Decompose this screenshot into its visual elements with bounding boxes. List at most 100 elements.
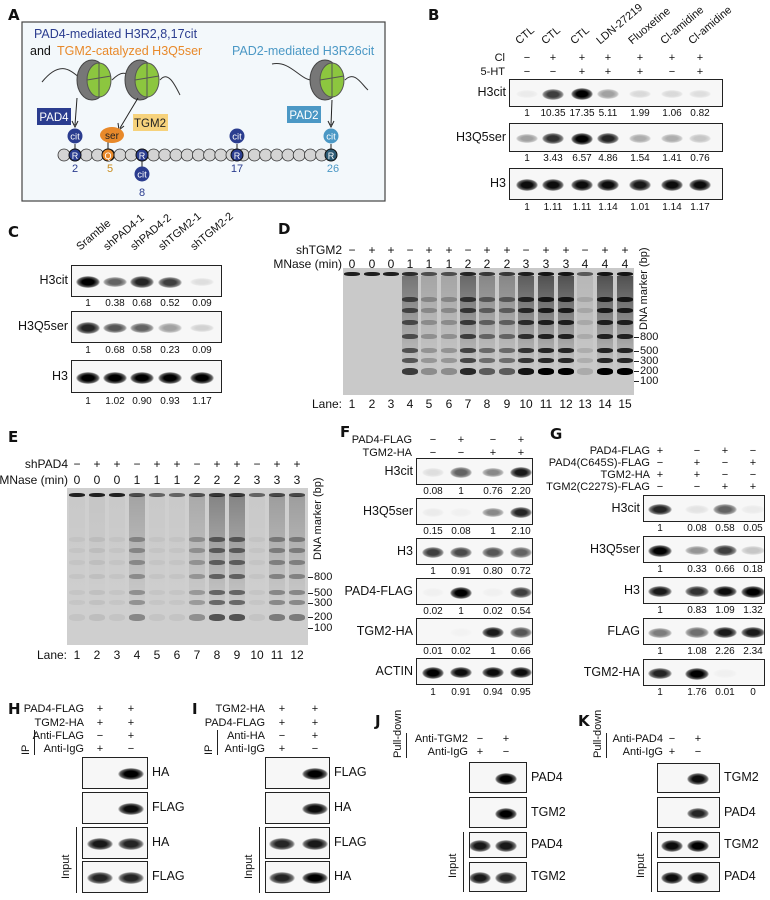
condition-value: + <box>173 457 181 471</box>
blot-label: H3cit <box>611 500 640 515</box>
condition-value: + <box>113 457 121 471</box>
nucleosome-ladder-band <box>402 334 418 339</box>
gel-well-band <box>421 272 437 276</box>
blot-label: H3 <box>624 582 640 597</box>
blot-band <box>741 585 764 598</box>
nucleosome-ladder-band <box>189 590 205 595</box>
blot-h3cit <box>643 495 765 522</box>
gel-well-band <box>344 272 360 276</box>
nucleosome-ladder-band <box>209 600 225 605</box>
lane-axis-label: Lane: <box>311 397 342 411</box>
quantification-value: 1 <box>85 396 91 407</box>
nucleosome-ladder-band <box>129 614 145 621</box>
blot-band <box>76 371 100 384</box>
condition-label: TGM2-HA <box>600 469 651 481</box>
nucleosome-ladder-band <box>538 320 554 325</box>
nucleosome-ladder-band <box>577 358 593 363</box>
blot-h3 <box>643 577 765 604</box>
blot-h3 <box>509 168 723 200</box>
blot-label: FLAG <box>607 623 640 638</box>
nucleosome-ladder-band <box>269 574 285 579</box>
blot-label: TGM2-HA <box>356 623 413 638</box>
blot-h3q5ser <box>71 311 222 343</box>
blot-tgm2 <box>469 862 527 892</box>
citrulline-marker <box>134 166 150 182</box>
gel-well-band <box>441 272 457 276</box>
quantification-value: 1.09 <box>715 605 735 616</box>
condition-value: 2 <box>464 257 472 271</box>
nucleosome-ladder-band <box>209 548 225 553</box>
blot-band <box>302 803 328 815</box>
nucleosome-ladder-band <box>209 560 225 565</box>
quantification-value: 1 <box>657 687 663 698</box>
nucleosome-ladder-band <box>402 320 418 325</box>
nucleosome-ladder-band <box>69 590 85 595</box>
marker-size: 100 <box>640 375 659 387</box>
blot-label: H3 <box>52 368 68 383</box>
quantification-value: 0.01 <box>423 646 443 657</box>
residue-bead <box>270 148 284 162</box>
condition-value: + <box>721 481 729 493</box>
blot-band <box>689 89 711 99</box>
quantification-value: 0.68 <box>132 298 152 309</box>
blot-label: TGM2 <box>531 869 566 883</box>
blot-band <box>130 276 154 288</box>
nucleosome-ladder-band <box>169 600 185 605</box>
citrulline-label: cit <box>232 132 242 143</box>
nucleosome-ladder-band <box>149 537 165 542</box>
blot-band <box>648 627 672 638</box>
nucleosome-ladder-band <box>169 614 185 621</box>
nucleosome-ladder-band <box>499 348 515 353</box>
condition-value: + <box>656 469 664 481</box>
condition-value: + <box>311 717 319 729</box>
blot-ha <box>82 757 148 789</box>
nucleosome-ladder-band <box>518 308 534 313</box>
nucleosome-ladder-band <box>289 590 305 595</box>
blot-label: PAD4 <box>531 837 563 851</box>
nucleosome-ladder-band <box>249 548 265 553</box>
condition-label: Anti-IgG <box>224 743 265 755</box>
panel-label-h: H <box>8 700 21 718</box>
nucleosome-ladder-band <box>129 600 145 605</box>
residue-bead <box>57 148 71 162</box>
nucleosome-ladder-band <box>169 590 185 595</box>
condition-value: + <box>636 52 644 64</box>
blot-label: TGM2 <box>724 837 759 851</box>
nucleosome-ladder-band <box>149 574 165 579</box>
blot-band <box>495 807 517 820</box>
quantification-value: 0.05 <box>743 523 763 534</box>
condition-value: − <box>73 457 81 471</box>
condition-label: MNase (min) <box>0 473 68 487</box>
blot-label: HA <box>152 765 170 779</box>
nucleosome-ladder-band <box>479 348 495 353</box>
condition-value: + <box>489 447 497 459</box>
gel-smear <box>289 496 305 614</box>
gel-smear <box>269 496 285 614</box>
nucleosome-ladder-band <box>421 348 437 353</box>
condition-value: − <box>429 434 437 446</box>
blot-label: H3Q5ser <box>362 503 413 518</box>
gel-well-band <box>249 493 265 497</box>
blot-label: PAD4 <box>724 804 756 819</box>
condition-value: + <box>278 717 286 729</box>
residue-r17-letter: R <box>234 151 241 161</box>
blot-band <box>510 587 532 598</box>
blot-flag <box>643 618 765 645</box>
quantification-value: 0 <box>750 687 756 698</box>
nucleosome-ladder-band <box>499 308 515 313</box>
blot-band <box>685 505 709 514</box>
blot-band <box>482 547 504 558</box>
residue-r8-letter: R <box>139 151 146 161</box>
nucleosome-ladder-band <box>538 348 554 353</box>
nucleosome-ladder-band <box>441 308 457 313</box>
quantification-value: 0.58 <box>715 523 735 534</box>
lane-axis-label: Lane: <box>36 648 67 662</box>
nucleosome-ladder-band <box>421 320 437 325</box>
marker-size: 800 <box>314 571 333 583</box>
condition-label: PAD4-FLAG <box>589 445 650 457</box>
input-label: Input <box>60 854 72 879</box>
marker-tick <box>308 577 313 578</box>
quantification-value: 0.93 <box>160 396 180 407</box>
gel-smear <box>89 496 105 614</box>
gel-well-band <box>229 493 245 497</box>
